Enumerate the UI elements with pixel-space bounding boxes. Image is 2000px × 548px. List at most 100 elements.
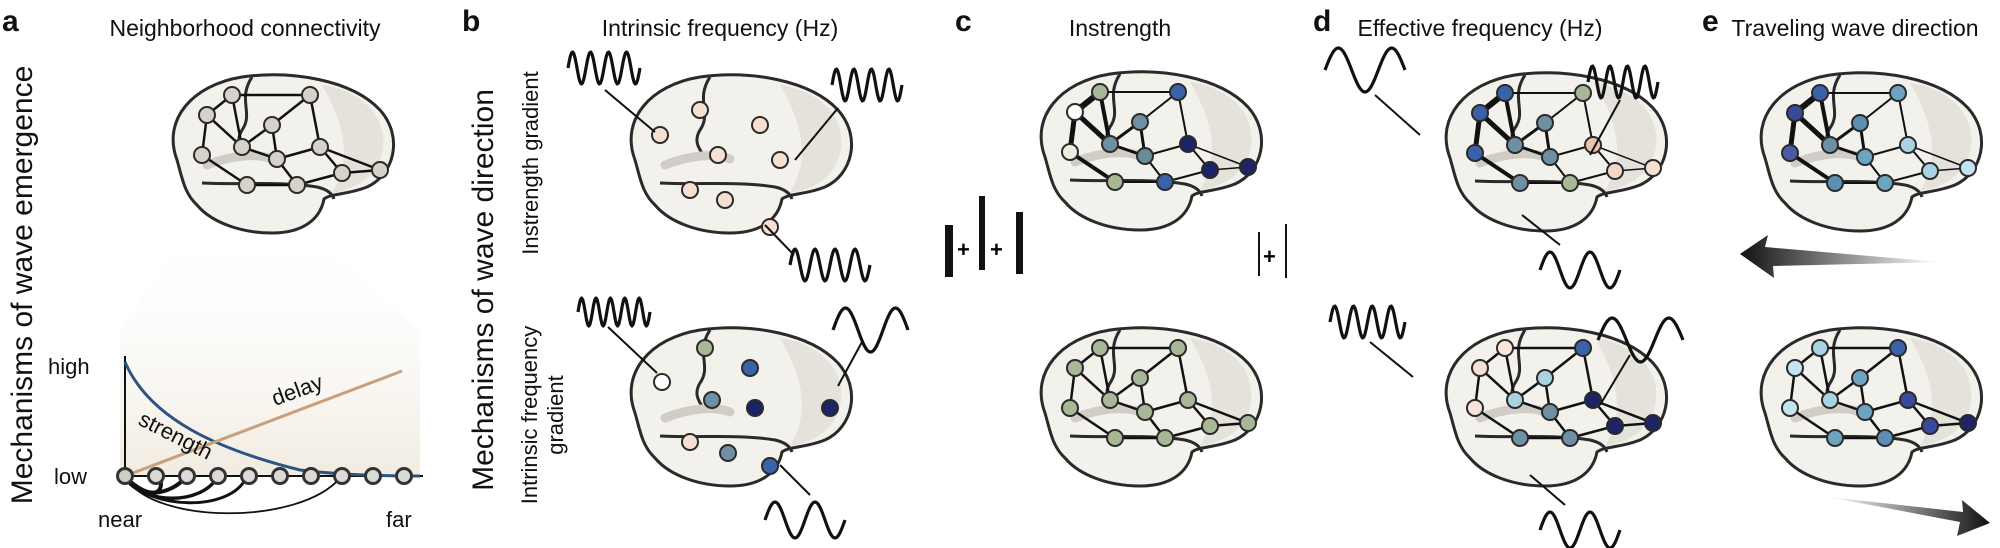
network-node — [1240, 159, 1256, 175]
panel-e-letter: e — [1702, 5, 1719, 38]
network-node — [1960, 415, 1976, 431]
network-node — [234, 139, 250, 155]
network-node — [1607, 418, 1623, 434]
network-node — [1852, 370, 1868, 386]
network-node — [239, 177, 255, 193]
network-node — [1645, 160, 1661, 176]
plus-3: + — [1263, 244, 1276, 269]
network-node — [1067, 104, 1083, 120]
brain-diagrams — [173, 72, 1981, 486]
bar-3 — [1016, 212, 1023, 274]
arrow-left-icon — [1740, 235, 1940, 278]
sine-wave-icon — [790, 249, 870, 281]
connectivity-plot: high low near far strength delay — [48, 225, 423, 532]
network-node — [1900, 392, 1916, 408]
sine-wave-icon — [1325, 48, 1405, 92]
brain-e-top — [1761, 73, 1981, 231]
row-label-frequency-2: gradient — [543, 375, 568, 455]
network-node — [289, 177, 305, 193]
wave-leader-line — [838, 342, 862, 386]
network-node — [1562, 175, 1578, 191]
network-node — [1137, 148, 1153, 164]
brain-b-top — [631, 75, 851, 235]
network-node — [1890, 340, 1906, 356]
network-node — [1157, 174, 1173, 190]
row-label-instrength: Instrength gradient — [518, 71, 543, 254]
network-node — [697, 340, 713, 356]
network-node — [752, 117, 768, 133]
network-node — [1092, 84, 1108, 100]
row-node — [273, 469, 288, 484]
network-node — [654, 374, 670, 390]
side-label-emergence: Mechanisms of wave emergence — [6, 66, 39, 505]
brain-d-bottom — [1446, 328, 1666, 486]
x-near-label: near — [98, 507, 142, 532]
network-node — [372, 162, 388, 178]
row-node — [242, 469, 257, 484]
brain-outline-icon — [631, 75, 851, 233]
network-node — [1782, 145, 1798, 161]
network-node — [1857, 404, 1873, 420]
row-node — [397, 469, 412, 484]
y-low-label: low — [54, 464, 87, 489]
network-node — [1575, 340, 1591, 356]
x-far-label: far — [386, 507, 412, 532]
panel-c-letter: c — [955, 5, 972, 38]
row-node — [118, 469, 133, 484]
brain-b-bottom — [631, 328, 851, 486]
network-node — [224, 87, 240, 103]
panel-a-title: Neighborhood connectivity — [109, 15, 381, 41]
network-node — [742, 360, 758, 376]
network-node — [1827, 430, 1843, 446]
network-node — [264, 117, 280, 133]
plus-1: + — [957, 237, 970, 262]
sine-wave-icon — [578, 298, 650, 326]
network-node — [1132, 370, 1148, 386]
network-node — [1467, 400, 1483, 416]
wave-leader-line — [1375, 95, 1420, 135]
network-node — [1497, 340, 1513, 356]
network-node — [1542, 149, 1558, 165]
network-node — [1877, 175, 1893, 191]
row-label-frequency-1: Intrinsic frequency — [517, 326, 542, 505]
network-node — [1240, 415, 1256, 431]
row-node — [149, 469, 164, 484]
network-node — [1537, 115, 1553, 131]
network-node — [1782, 400, 1798, 416]
network-node — [1787, 360, 1803, 376]
panel-b-letter: b — [462, 5, 480, 38]
network-node — [692, 102, 708, 118]
row-node — [180, 469, 195, 484]
sine-wave-icon — [1540, 252, 1620, 288]
network-node — [302, 87, 318, 103]
network-node — [1497, 85, 1513, 101]
network-node — [822, 400, 838, 416]
network-node — [1067, 360, 1083, 376]
network-node — [1562, 430, 1578, 446]
network-node — [1512, 175, 1528, 191]
bar-2 — [979, 196, 985, 270]
network-node — [1180, 392, 1196, 408]
network-node — [1507, 137, 1523, 153]
network-node — [1812, 85, 1828, 101]
network-node — [1607, 163, 1623, 179]
network-node — [1107, 430, 1123, 446]
network-node — [762, 219, 778, 235]
bar-4 — [1258, 232, 1260, 276]
network-node — [1137, 404, 1153, 420]
wave-leader-line — [780, 465, 810, 495]
panel-a-letter: a — [2, 5, 19, 38]
panel-b-title: Intrinsic frequency (Hz) — [602, 15, 838, 41]
panel-c-title: Instrength — [1069, 15, 1171, 41]
network-node — [1507, 392, 1523, 408]
network-node — [1852, 115, 1868, 131]
network-node — [682, 434, 698, 450]
network-node — [312, 139, 328, 155]
row-node — [366, 469, 381, 484]
network-node — [1202, 162, 1218, 178]
network-node — [747, 400, 763, 416]
network-node — [1822, 137, 1838, 153]
network-node — [1107, 174, 1123, 190]
network-node — [1062, 144, 1078, 160]
